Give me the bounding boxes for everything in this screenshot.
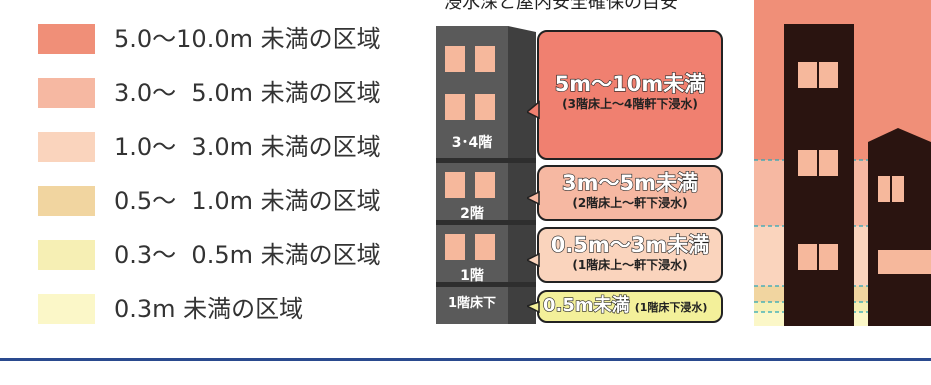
- floor-label-2: 2階: [460, 206, 484, 222]
- window: [475, 234, 495, 260]
- legend-swatch: [38, 78, 95, 108]
- legend-swatch: [38, 294, 95, 324]
- callout-3-5m: 3m〜5m未満 (2階床上〜軒下浸水): [537, 165, 723, 221]
- legend-label: 0.3〜 0.5m 未満の区域: [114, 241, 381, 269]
- floor-label-1: 1階: [460, 268, 484, 284]
- callout-pointers: [527, 100, 540, 314]
- window: [475, 172, 495, 198]
- diagram-caption: 浸水深と屋内安全確保の目安: [444, 0, 678, 13]
- callout-main: 3m〜5m未満: [561, 170, 698, 195]
- callout-sub: (1階床下浸水): [634, 301, 708, 314]
- legend-swatch: [38, 24, 95, 54]
- legend-label: 0.5〜 1.0m 未満の区域: [114, 187, 381, 215]
- window: [475, 46, 495, 72]
- legend-swatch: [38, 186, 95, 216]
- window: [445, 46, 465, 72]
- flood-illustration: [754, 0, 931, 326]
- panel-bottom-border: [0, 358, 931, 385]
- legend-swatch: [38, 240, 95, 270]
- callout-sub: (2階床上〜軒下浸水): [572, 196, 688, 210]
- building-diagram: [436, 26, 536, 324]
- callout-under-0.5m: 0.5m未満 (1階床下浸水): [537, 290, 723, 323]
- callout-sub: (1階床上〜軒下浸水): [572, 258, 688, 272]
- callout-sub: (3階床上〜4階軒下浸水): [562, 97, 698, 111]
- legend-label: 5.0〜10.0m 未満の区域: [114, 25, 381, 53]
- callout-main: 0.5m〜3m未満: [550, 232, 710, 257]
- window: [445, 172, 465, 198]
- window: [445, 234, 465, 260]
- legend-label: 1.0〜 3.0m 未満の区域: [114, 133, 381, 161]
- callout-5-10m: 5m〜10m未満 (3階床上〜4階軒下浸水): [537, 30, 723, 160]
- callout-main: 0.5m未満: [542, 294, 630, 316]
- floor-label-basement: 1階床下: [447, 296, 497, 311]
- callout-main: 5m〜10m未満: [554, 71, 706, 96]
- legend-swatch: [38, 132, 95, 162]
- legend-label: 0.3m 未満の区域: [114, 295, 304, 323]
- floor-label-3-4: 3･4階: [451, 135, 493, 151]
- window: [475, 94, 495, 120]
- callout-0.5-3m: 0.5m〜3m未満 (1階床上〜軒下浸水): [537, 227, 723, 283]
- window: [445, 94, 465, 120]
- legend-label: 3.0〜 5.0m 未満の区域: [114, 79, 381, 107]
